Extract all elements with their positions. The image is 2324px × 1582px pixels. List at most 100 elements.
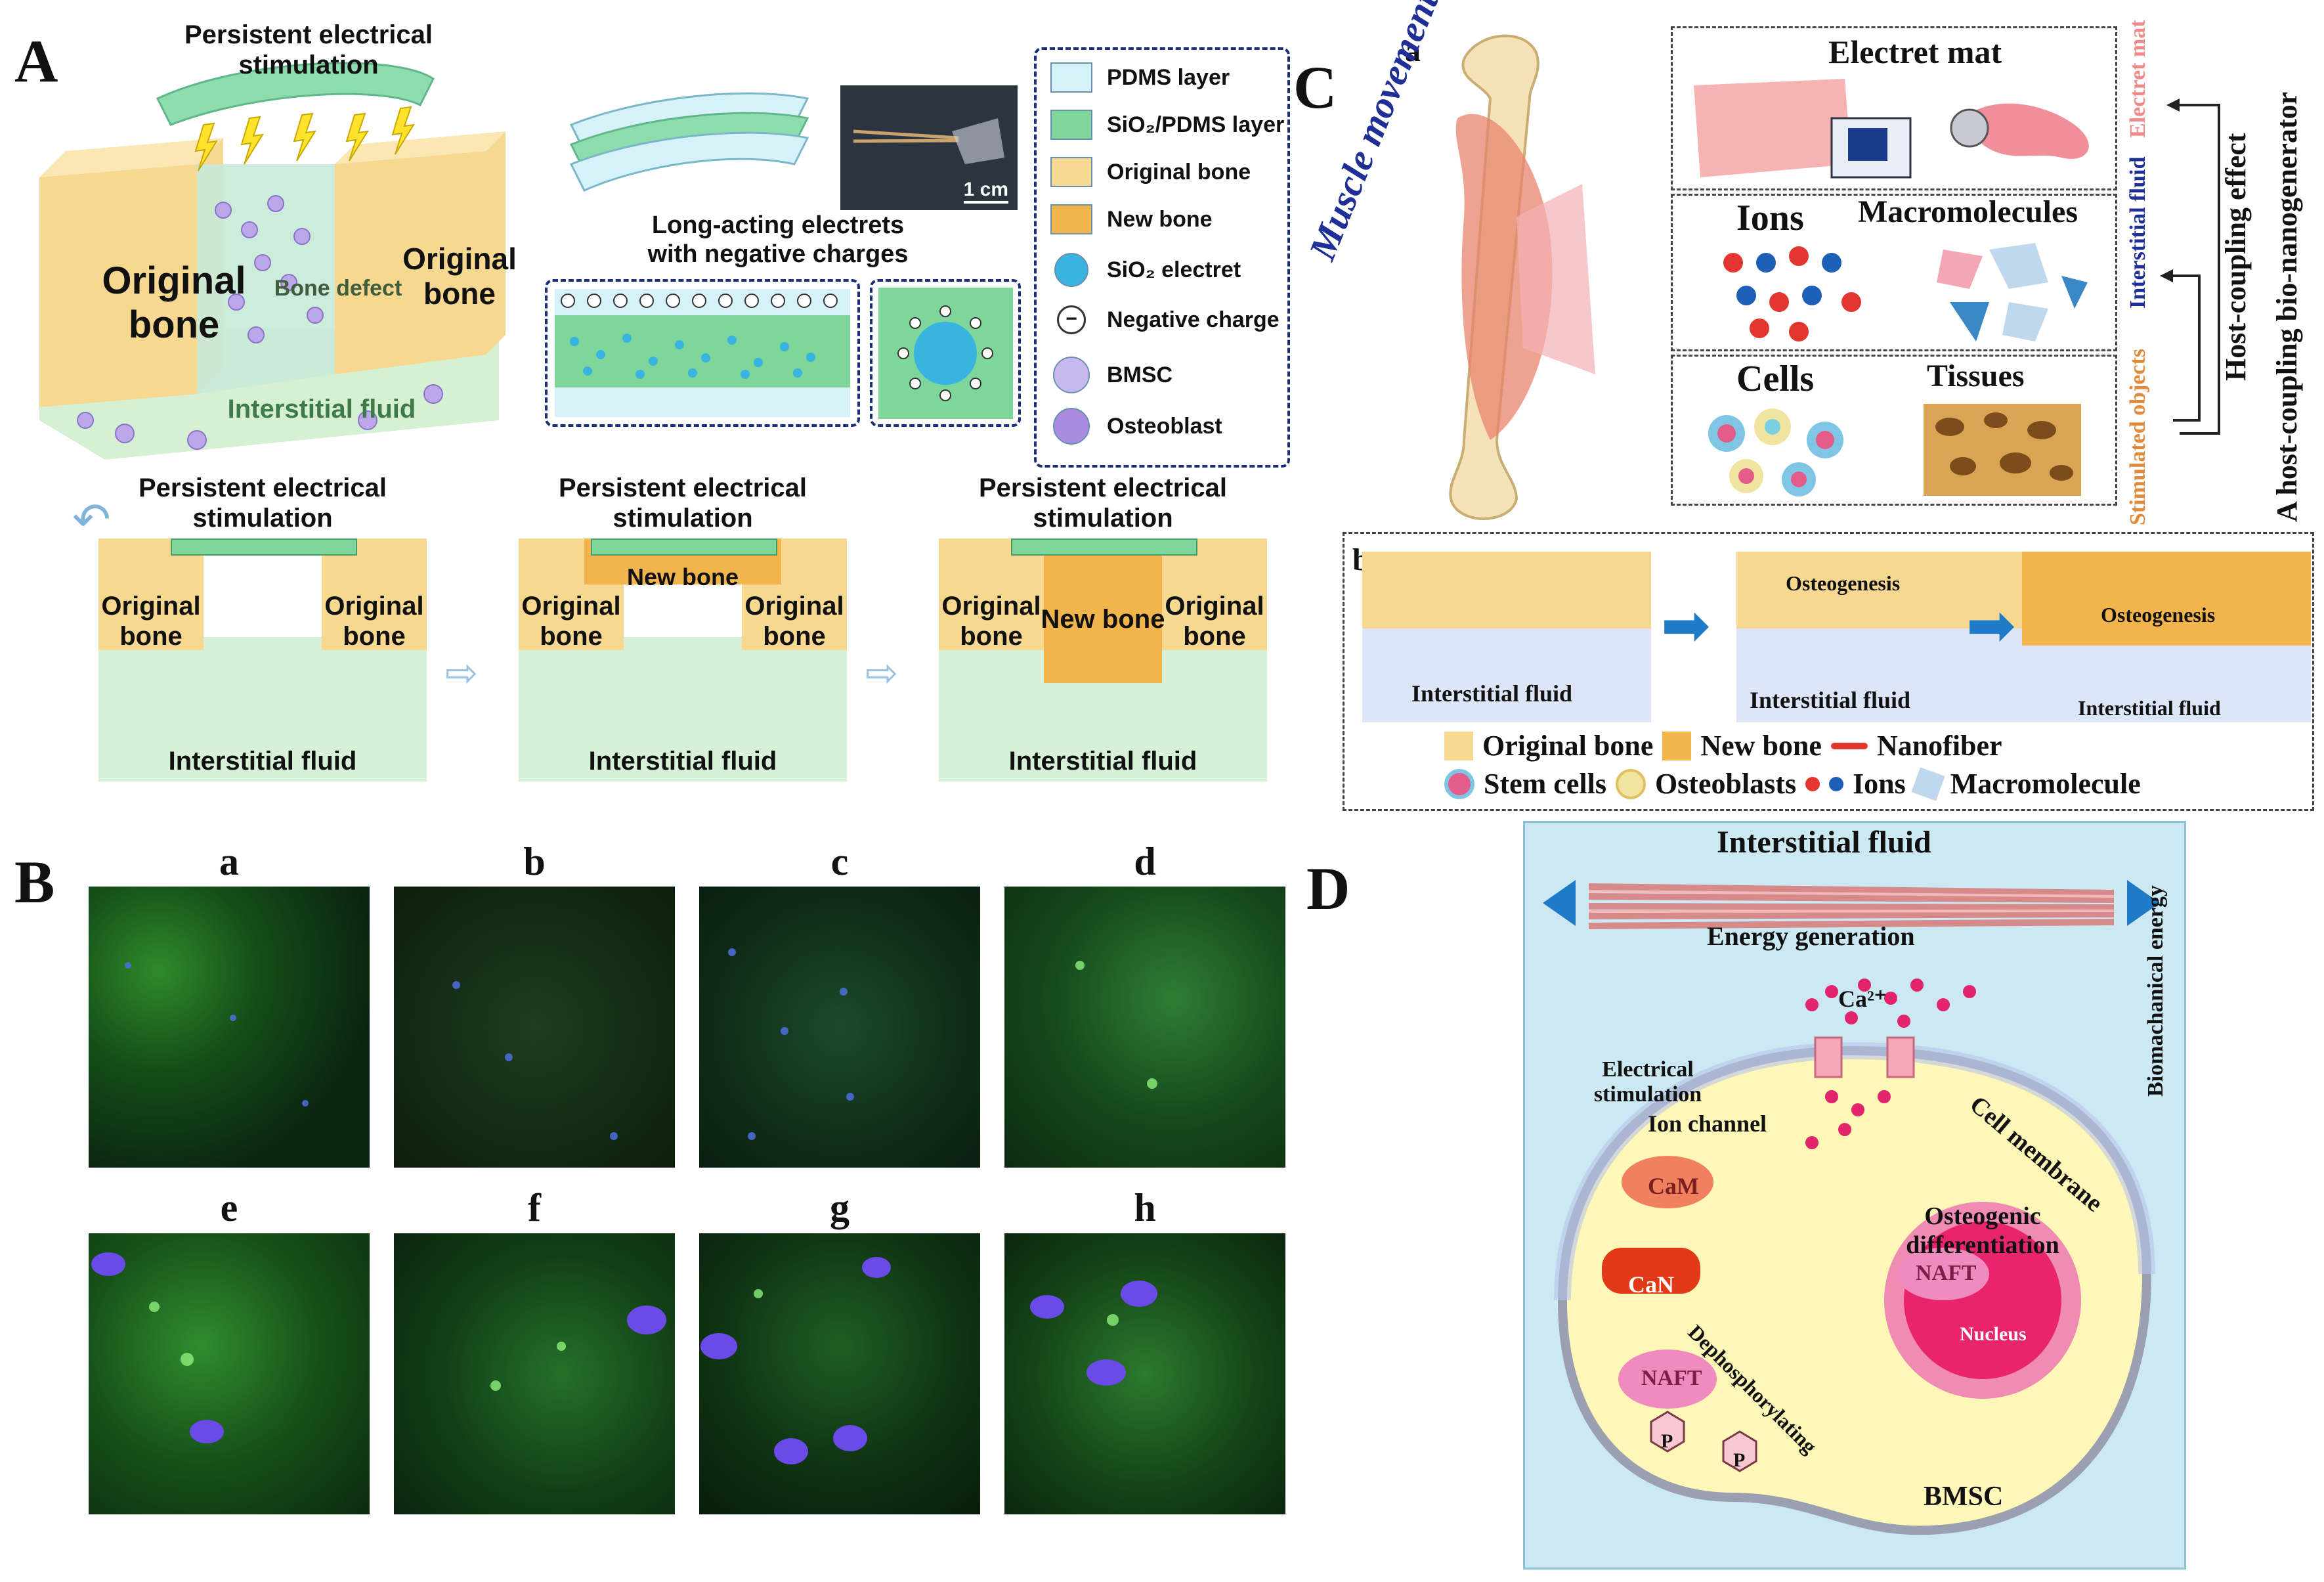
- legend-swatch: [1054, 253, 1088, 287]
- step2-diagram: New bone Original bone Original bone Int…: [519, 538, 847, 781]
- ca-label: Ca²⁺: [1838, 986, 1887, 1012]
- osteoblast-icon: [1615, 768, 1646, 799]
- electret-mat-illustration: [1694, 79, 2089, 179]
- original-bone-swatch: [1444, 731, 1473, 760]
- ions-label: Ions: [1736, 198, 1804, 238]
- legend-item: −Negative charge: [1050, 305, 1280, 334]
- tissues-label: Tissues: [1927, 359, 2025, 393]
- b-arrow-icon: ➡: [1966, 593, 2016, 659]
- original-bone-left: Original bone: [102, 259, 246, 346]
- legend-label: BMSC: [1107, 362, 1173, 387]
- b-seq-1: [1362, 552, 1651, 722]
- micrograph-label-b: b: [523, 840, 546, 883]
- bone-defect-label: Bone defect: [274, 276, 402, 301]
- step1-right-label: Original bone: [324, 592, 424, 651]
- legend-swatch: [1050, 110, 1092, 140]
- electrical-stimulation-label: Electrical stimulation: [1593, 1057, 1702, 1107]
- legend-label: New bone: [1107, 206, 1213, 232]
- ion-channel-label: Ion channel: [1648, 1110, 1767, 1137]
- step1-electret: [171, 538, 357, 556]
- legend-stem-cells: Stem cells: [1484, 768, 1606, 800]
- legend-swatch: [1050, 62, 1092, 93]
- legend-label: PDMS layer: [1107, 64, 1230, 90]
- legend-item: SiO₂/PDMS layer: [1050, 110, 1284, 140]
- step2-electret: [591, 538, 777, 556]
- panel-c-b-box: [1343, 532, 2314, 811]
- electret-cross-section-box: [545, 279, 860, 427]
- ions-macromolecules-illustration: [1723, 243, 2088, 341]
- micrograph-d: [1004, 887, 1285, 1168]
- macromolecules-label: Macromolecules: [1858, 194, 2078, 229]
- micrograph-label-a: a: [219, 840, 239, 883]
- cam-label: CaM: [1648, 1173, 1699, 1199]
- host-coupling-effect-label: Host-coupling effect: [2220, 133, 2252, 381]
- step3-stim-label: Persistent electrical stimulation: [979, 473, 1227, 533]
- negative-charge-icon: −: [1057, 305, 1086, 334]
- bmsc-icon: [1053, 357, 1090, 393]
- legend-macromolecule: Macromolecule: [1950, 768, 2141, 800]
- b-seq1-fluid: Interstitial fluid: [1411, 680, 1573, 707]
- host-coupling-generator-label: A host-coupling bio-nanogenerator: [2271, 91, 2303, 522]
- legend-item: SiO₂ electret: [1050, 253, 1241, 287]
- step1-fluid: [98, 637, 427, 781]
- step-arrow-icon: ⇨: [865, 651, 899, 695]
- step1-bone-left: [98, 538, 204, 650]
- legend-item: Original bone: [1050, 157, 1251, 187]
- naft-label-nucleus: NAFT: [1916, 1261, 1977, 1285]
- panel-letter-d: D: [1306, 855, 1350, 922]
- b-seq2-osteogenesis: Osteogenesis: [1786, 571, 1901, 595]
- electret-mat-box: [1671, 26, 2117, 190]
- electret-zoom-box: [870, 279, 1021, 427]
- step2-fluid: [519, 637, 847, 781]
- cells-label: Cells: [1736, 359, 1815, 399]
- ion-icon: [1829, 776, 1844, 791]
- step1-left-label: Original bone: [101, 592, 201, 651]
- legend-item: PDMS layer: [1050, 62, 1230, 93]
- micrograph-c: [699, 887, 980, 1168]
- osteoblast-icon: [1053, 408, 1090, 445]
- legend-new-bone: New bone: [1700, 730, 1822, 762]
- b-arrow-icon: ➡: [1661, 593, 1711, 659]
- nanofiber-icon: [1830, 742, 1868, 749]
- ions-macromolecules-box: [1671, 194, 2117, 351]
- step-arrow-curved-icon: ↶: [72, 494, 111, 545]
- panel-letter-b: B: [14, 848, 55, 915]
- panel-a-legend-items: PDMS layer SiO₂/PDMS layer Original bone…: [1050, 62, 1293, 456]
- new-bone-swatch: [1662, 731, 1692, 760]
- panel-c-sub-a: a: [1405, 33, 1421, 68]
- legend-swatch: [1050, 157, 1092, 187]
- panel-letter-a: A: [14, 28, 58, 95]
- bracket-lines: [2160, 99, 2220, 435]
- step3-electret: [1011, 538, 1197, 556]
- micrograph-a: [89, 887, 370, 1168]
- b-seq3-osteogenesis: Osteogenesis: [2101, 603, 2216, 626]
- b-seq-3: [2022, 552, 2311, 722]
- panel-d-fluid-label: Interstitial fluid: [1717, 825, 1931, 860]
- side-label-mat: Electret mat: [2126, 20, 2150, 138]
- interstitial-fluid-label: Interstitial fluid: [227, 395, 416, 424]
- macromolecule-icon: [1911, 766, 1945, 801]
- naft-label-cytoplasm: NAFT: [1641, 1366, 1702, 1390]
- side-label-fluid: Interstitial fluid: [2126, 156, 2150, 309]
- nucleus-label: Nucleus: [1960, 1323, 2027, 1345]
- legend-item: BMSC: [1050, 357, 1173, 393]
- side-label-stimulated: Stimulated objects: [2126, 348, 2150, 525]
- stem-cell-icon: [1444, 768, 1474, 799]
- legend-nanofiber: Nanofiber: [1876, 730, 2002, 762]
- panel-letter-c: C: [1293, 54, 1337, 121]
- step-arrow-icon: ⇨: [445, 651, 479, 695]
- b-seq2-fluid: Interstitial fluid: [1750, 687, 1911, 713]
- legend-swatch: [1050, 204, 1092, 234]
- step1-stim-label: Persistent electrical stimulation: [139, 473, 387, 533]
- cells-tissues-box: [1671, 355, 2117, 506]
- micrograph-b: [394, 887, 675, 1168]
- can-label: CaN: [1628, 1271, 1674, 1298]
- legend-original-bone: Original bone: [1482, 730, 1654, 762]
- electret-cross-section: [555, 289, 850, 417]
- step2-stim-label: Persistent electrical stimulation: [559, 473, 807, 533]
- bmsc-label: BMSC: [1924, 1482, 2004, 1512]
- scale-bar-label: 1 cm: [963, 179, 1008, 204]
- p-label-1: P: [1661, 1430, 1673, 1452]
- electret-mat-label: Electret mat: [1828, 33, 2002, 70]
- step3-new-bone: [1044, 538, 1162, 683]
